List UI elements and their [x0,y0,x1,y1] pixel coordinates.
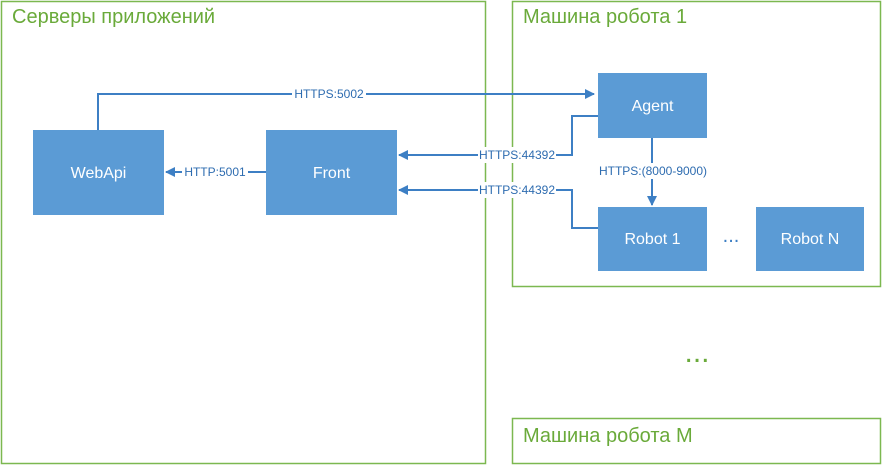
edge-label-bg-front-webapi [182,164,248,180]
edge-label-front-webapi: HTTP:5001 [184,165,246,179]
edge-label-webapi-agent: HTTPS:5002 [294,87,364,101]
robots-ellipsis: ... [723,225,740,247]
group-robot-machine-m [511,417,882,465]
node-front [266,130,397,215]
node-agent-label: Agent [632,98,674,115]
node-webapi [33,130,164,215]
group-robot-machine-1-title: Машина робота 1 [523,6,687,28]
edge-label-bg-robot1-front [478,182,556,198]
node-front-label: Front [313,165,351,182]
group-robot-machine-m-title: Машина робота M [523,425,693,447]
node-robotn [756,207,864,271]
edge-label-bg-webapi-agent [292,86,366,102]
group-app-servers [0,0,487,465]
edge-label-bg-agent-robot1 [596,163,710,179]
node-agent [598,73,707,138]
node-robot1-label: Robot 1 [624,231,680,248]
node-webapi-label: WebApi [71,165,127,182]
edge-label-agent-robot1: HTTPS:(8000-9000) [599,164,707,178]
edge-label-agent-front: HTTPS:44392 [479,148,555,162]
edge-label-bg-agent-front [478,147,556,163]
node-robot1 [598,207,707,271]
node-robotn-label: Robot N [781,231,840,248]
edge-webapi-agent [97,89,595,130]
edge-label-robot1-front: HTTPS:44392 [479,183,555,197]
machines-ellipsis: ... [684,336,709,369]
group-robot-machine-1 [511,0,882,288]
group-app-servers-title: Серверы приложений [12,6,215,28]
